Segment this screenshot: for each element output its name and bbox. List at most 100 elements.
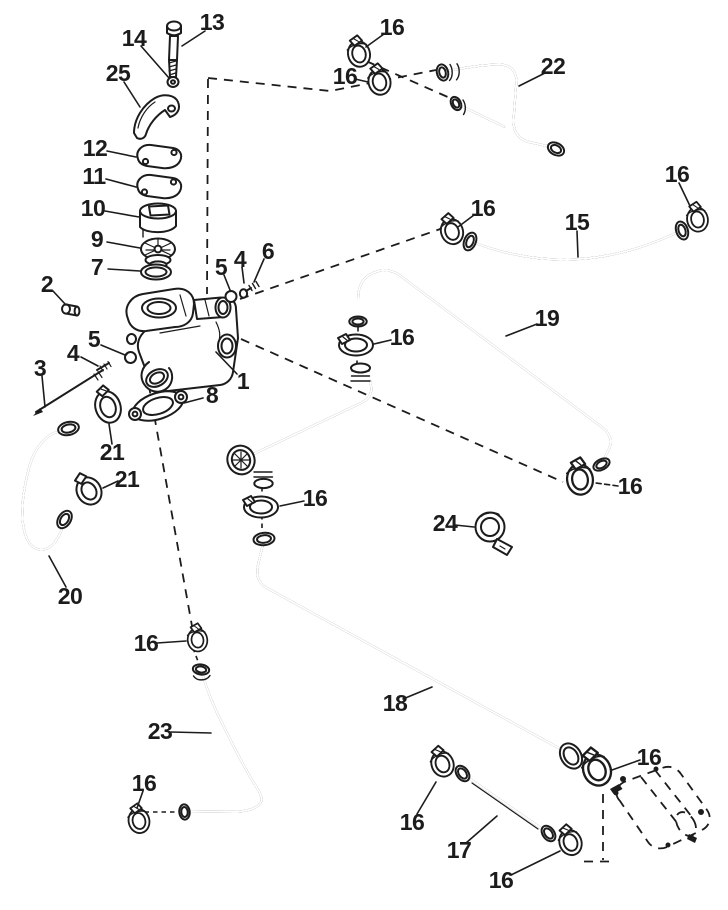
callout-8: 8 (206, 382, 219, 408)
leader-line-16 (279, 500, 305, 507)
callout-23: 23 (148, 718, 173, 744)
thermostat-sleeve (139, 202, 177, 238)
plug (61, 303, 81, 317)
ball-right (224, 290, 238, 303)
hose-23 (178, 663, 263, 821)
clamp-16-top-view-upper (337, 333, 374, 357)
callout-17: 17 (447, 837, 472, 863)
hose-20 (21, 420, 80, 551)
callout-11: 11 (82, 163, 106, 189)
callout-16: 16 (333, 63, 358, 89)
leader-line-5 (100, 344, 126, 356)
housing-gasket (128, 390, 188, 422)
callout-21: 21 (100, 439, 125, 465)
callout-16: 16 (471, 195, 496, 221)
callout-16: 16 (400, 809, 425, 835)
callout-2: 2 (41, 271, 53, 297)
leader-line-13 (181, 30, 206, 47)
callout-16: 16 (618, 473, 643, 499)
callout-9: 9 (91, 226, 103, 252)
callout-4: 4 (234, 246, 247, 272)
callout-22: 22 (541, 53, 566, 79)
pump-phantom (610, 765, 711, 850)
leader-line-16 (365, 33, 385, 48)
leader-line-19 (505, 323, 538, 337)
cover-plate (136, 143, 183, 170)
callout-25: 25 (106, 60, 131, 86)
leader-line-24 (454, 524, 475, 528)
leader-line-4 (241, 266, 245, 284)
cushion-clamp (474, 511, 513, 556)
callout-16: 16 (134, 630, 159, 656)
hose-15 (462, 220, 690, 261)
cover-gasket (136, 173, 183, 200)
clamp-16-top-view-lower (242, 495, 279, 519)
leader-line-16 (678, 182, 691, 207)
callout-16: 16 (132, 770, 157, 796)
callout-3: 3 (34, 355, 46, 381)
seal-ring (140, 263, 172, 281)
hose-19 (348, 269, 612, 472)
ball-left (124, 351, 137, 364)
leader-line-16 (595, 482, 619, 487)
leader-line-20 (48, 555, 67, 588)
callout-5: 5 (215, 254, 228, 280)
leader-line-16 (156, 640, 187, 644)
thermostat-housing (125, 287, 239, 393)
leader-line-15 (576, 230, 579, 258)
callout-19: 19 (535, 305, 560, 331)
callout-12: 12 (83, 135, 108, 161)
screw-left (96, 360, 112, 372)
callout-16: 16 (380, 14, 405, 40)
callout-21: 21 (115, 466, 140, 492)
callout-16: 16 (665, 161, 690, 187)
leader-line-16 (457, 214, 475, 228)
leader-line-16 (611, 759, 641, 771)
leader-line-16 (416, 781, 437, 815)
leader-line-17 (465, 815, 498, 844)
leader-line-16 (373, 339, 392, 345)
callout-16: 16 (390, 324, 415, 350)
leader-line-25 (123, 81, 141, 108)
hose-18 (252, 531, 584, 770)
leader-line-12 (106, 150, 137, 158)
callout-4: 4 (67, 340, 80, 366)
clamp-21-upper (94, 384, 122, 424)
leader-line-2 (52, 290, 67, 306)
leader-line-21 (102, 480, 119, 489)
callout-7: 7 (91, 254, 103, 280)
clamp-21-lower (73, 472, 103, 506)
assembly-dashed-lines (136, 60, 609, 863)
leader-line-16 (510, 850, 561, 876)
leader-line-10 (104, 210, 140, 218)
leader-line-9 (106, 241, 141, 249)
rod-pin (33, 369, 104, 416)
leader-line-22 (518, 72, 546, 87)
leader-line-11 (105, 178, 137, 188)
callout-14: 14 (122, 25, 147, 51)
callout-16: 16 (637, 744, 662, 770)
leader-line-18 (402, 686, 433, 700)
bolt (166, 20, 182, 78)
callout-15: 15 (565, 209, 590, 235)
tube-17 (454, 764, 557, 843)
callout-10: 10 (81, 195, 106, 221)
water-tube (226, 362, 373, 490)
callout-20: 20 (58, 583, 83, 609)
washer (166, 76, 180, 88)
screw-right (238, 280, 260, 299)
leader-line-16 (354, 78, 369, 83)
leader-line-21 (108, 423, 113, 445)
bracket (133, 94, 180, 140)
callout-6: 6 (262, 238, 274, 264)
leader-line-8 (183, 397, 204, 404)
hose-22 (435, 63, 566, 157)
leader-line-3 (41, 375, 46, 408)
callout-1: 1 (237, 368, 250, 394)
leader-line-14 (140, 45, 170, 79)
callout-5: 5 (88, 326, 101, 352)
leader-line-7 (107, 268, 141, 272)
